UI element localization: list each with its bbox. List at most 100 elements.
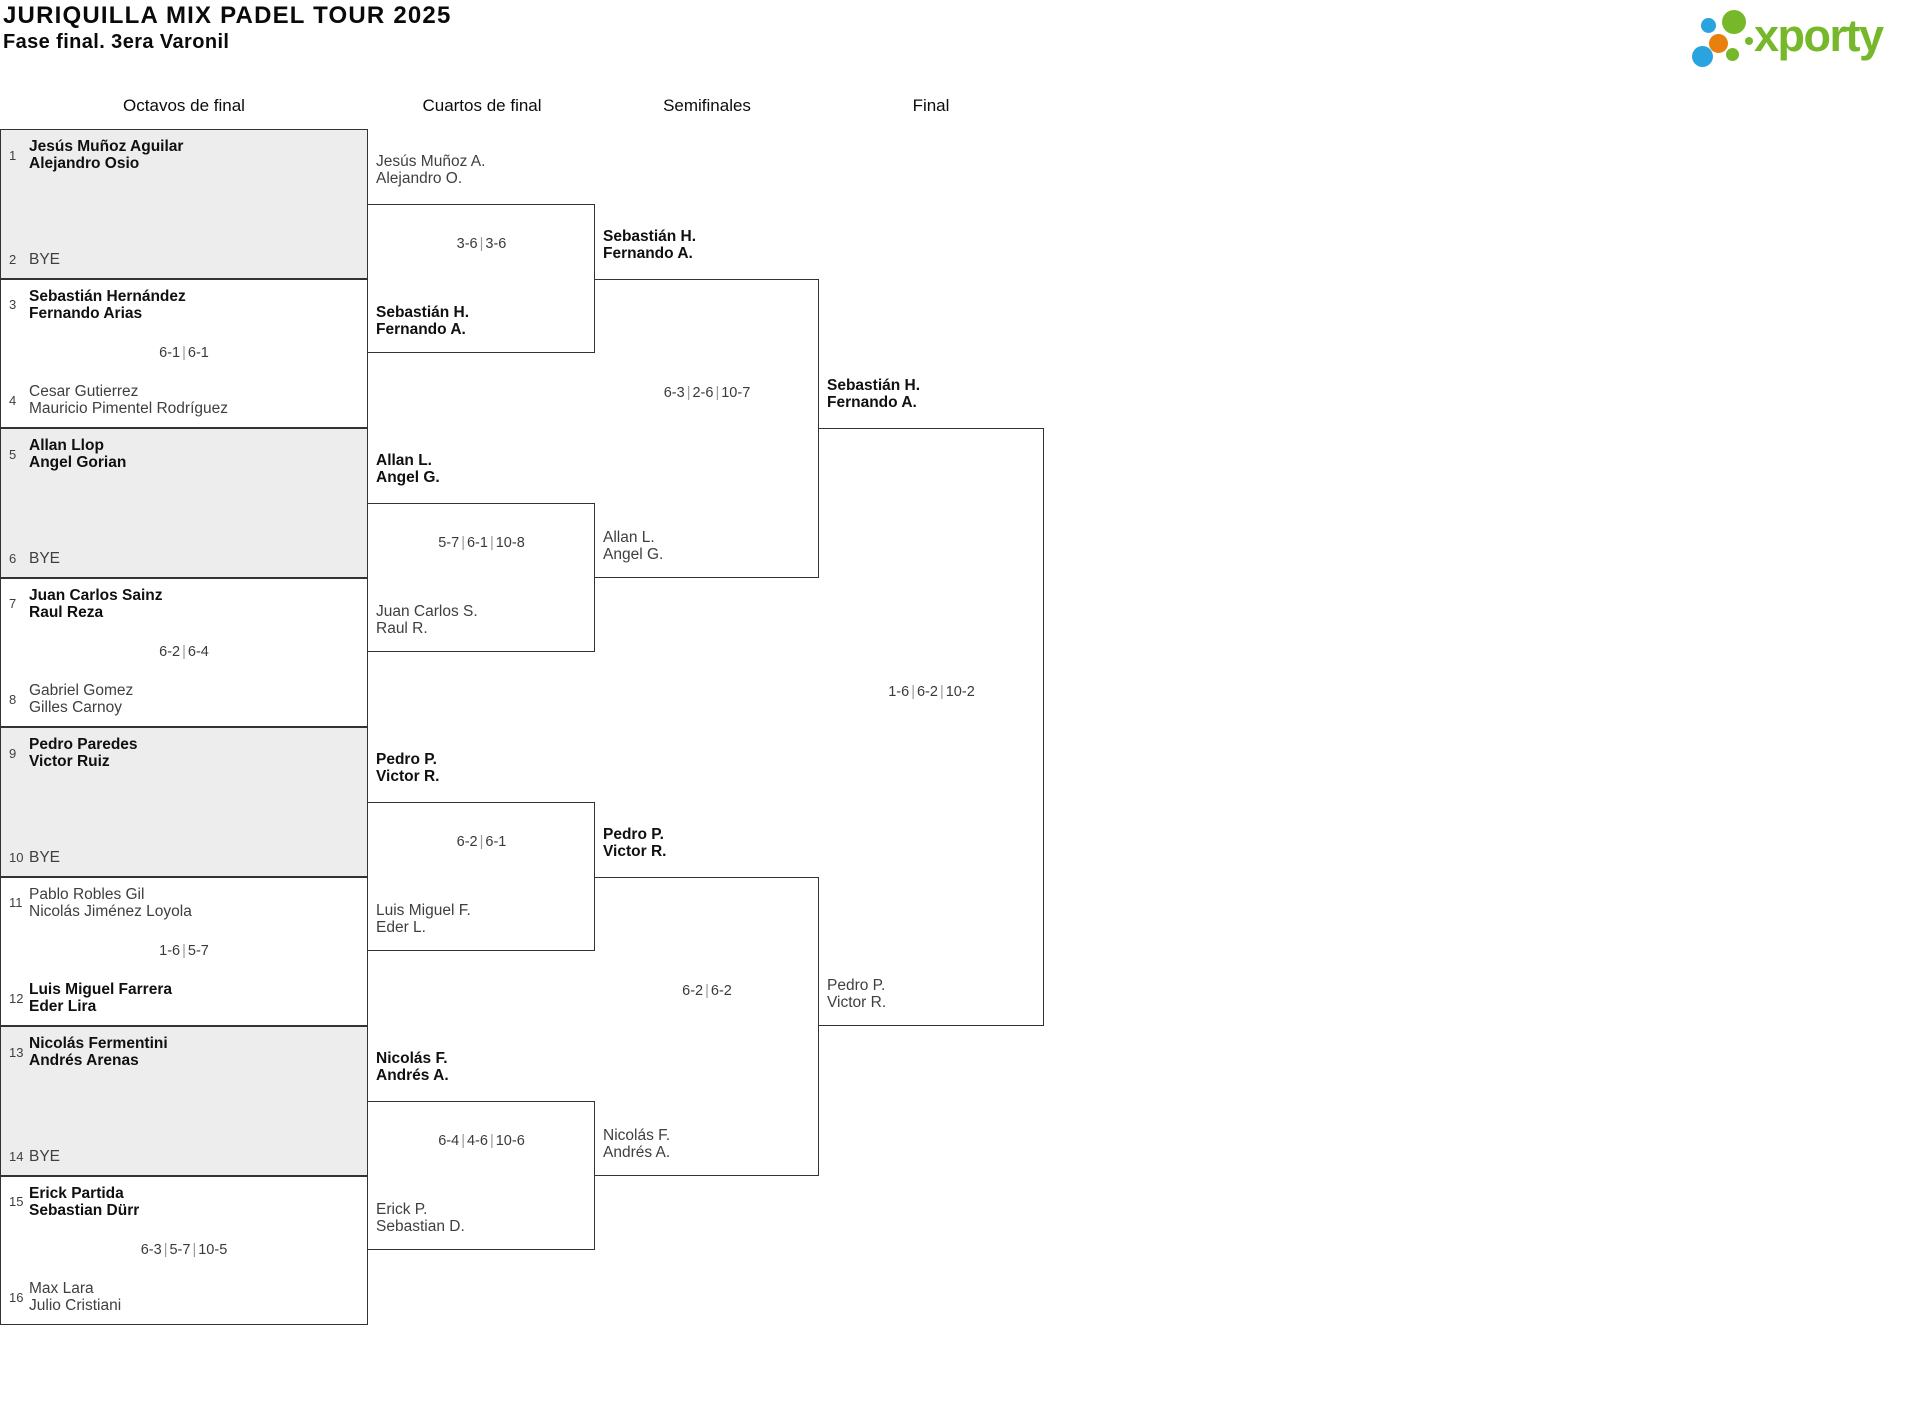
player-name: Allan Llop <box>29 437 104 454</box>
set-score: 10-7 <box>721 385 751 401</box>
score-separator: | <box>192 1242 197 1259</box>
match-score: 6-3|2-6|10-7 <box>595 385 819 401</box>
score-separator: | <box>479 833 484 850</box>
logo-dot-blue-small <box>1701 18 1716 33</box>
set-score: 6-2 <box>159 644 181 661</box>
set-score: 6-1 <box>485 833 507 850</box>
player-name: Raul Reza <box>29 603 104 621</box>
player-name: Sebastian D. <box>376 1218 465 1236</box>
team-names: Pedro P.Victor R. <box>603 826 666 860</box>
player-name: Andrés A. <box>603 1143 671 1161</box>
seed-number: 15 <box>9 1194 24 1209</box>
player-name: Sebastián H. <box>827 377 921 394</box>
team-entry-top: Sebastián H.Fernando A. <box>827 377 920 411</box>
score-separator: | <box>911 684 915 700</box>
score-separator: | <box>686 385 691 401</box>
match-cuartos-4[interactable] <box>368 1100 595 1251</box>
logo-dot-blue-large <box>1692 46 1713 67</box>
player-name: BYE <box>29 250 61 268</box>
set-score: 6-1 <box>159 345 181 362</box>
page-subtitle: Fase final. 3era Varonil <box>3 31 230 53</box>
player-name: Allan L. <box>376 451 432 469</box>
score-separator: | <box>182 644 186 661</box>
player-name: Alejandro O. <box>376 169 463 187</box>
player-name: BYE <box>29 549 61 567</box>
match-final-1[interactable] <box>819 428 1044 1026</box>
player-name: Fernando A. <box>603 244 693 262</box>
player-name: BYE <box>29 1147 61 1165</box>
set-score: 5-7 <box>169 1242 191 1259</box>
match-cuartos-2[interactable] <box>368 502 595 653</box>
seed-number: 4 <box>9 392 17 408</box>
match-score: 6-4|4-6|10-6 <box>368 1133 595 1149</box>
player-name: Nicolás Fermentini <box>29 1035 168 1052</box>
match-score: 6-1|6-1 <box>0 345 368 361</box>
set-score: 2-6 <box>692 385 714 401</box>
match-cuartos-1[interactable] <box>368 203 595 354</box>
seed-number: 16 <box>9 1289 24 1305</box>
player-name: Luis Miguel F. <box>376 902 471 920</box>
player-name: Luis Miguel Farrera <box>29 981 172 998</box>
team-names: Sebastián H.Fernando A. <box>603 228 696 262</box>
player-name: Gabriel Gomez <box>29 682 134 699</box>
seed-number: 1 <box>9 147 17 163</box>
set-score: 6-1 <box>466 534 488 551</box>
player-name: Mauricio Pimentel Rodríguez <box>29 400 229 417</box>
set-score: 3-6 <box>456 235 478 252</box>
player-name: Nicolás Jiménez Loyola <box>29 902 192 920</box>
player-name: Eder L. <box>376 919 426 937</box>
seed-number: 14 <box>9 1148 24 1164</box>
score-separator: | <box>461 1132 465 1149</box>
match-score: 5-7|6-1|10-8 <box>368 535 595 551</box>
team-names: Nicolás F.Andrés A. <box>376 1050 449 1084</box>
team-names: Pedro P.Victor R. <box>827 977 886 1011</box>
team-names: Erick P.Sebastian D. <box>376 1201 465 1235</box>
player-name: Juan Carlos S. <box>376 603 478 621</box>
round-header-final: Final <box>912 96 950 115</box>
match-semifinales-2[interactable] <box>595 876 819 1176</box>
round-header-semifinales: Semifinales <box>663 96 751 115</box>
seed-number: 7 <box>9 596 17 611</box>
seed-number: 8 <box>9 691 17 707</box>
score-separator: | <box>479 235 484 252</box>
seed-number: 12 <box>9 990 24 1006</box>
team-entry-bottom: Juan Carlos S.Raul R. <box>376 603 478 637</box>
player-name: Erick P. <box>376 1201 428 1219</box>
match-score: 6-2|6-4 <box>0 644 368 660</box>
player-name: Allan L. <box>603 528 655 546</box>
match-score: 6-3|5-7|10-5 <box>0 1242 368 1258</box>
player-name: Raul R. <box>376 620 428 638</box>
player-name: Pedro P. <box>603 825 664 843</box>
match-semifinales-1[interactable] <box>595 278 819 578</box>
logo-wordmark: xporty <box>1754 10 1884 61</box>
player-name: Sebastián H. <box>603 227 697 245</box>
set-score: 6-2 <box>682 983 704 999</box>
seed-number: 3 <box>9 297 17 312</box>
score-separator: | <box>715 385 720 401</box>
player-name: Pedro Paredes <box>29 736 138 753</box>
score-separator: | <box>489 534 494 551</box>
match-cuartos-3[interactable] <box>368 801 595 952</box>
set-score: 5-7 <box>187 943 209 960</box>
xporty-logo[interactable]: xporty <box>1690 4 1918 74</box>
player-name: Victor Ruiz <box>29 753 110 770</box>
match-score: 3-6|3-6 <box>368 236 595 252</box>
